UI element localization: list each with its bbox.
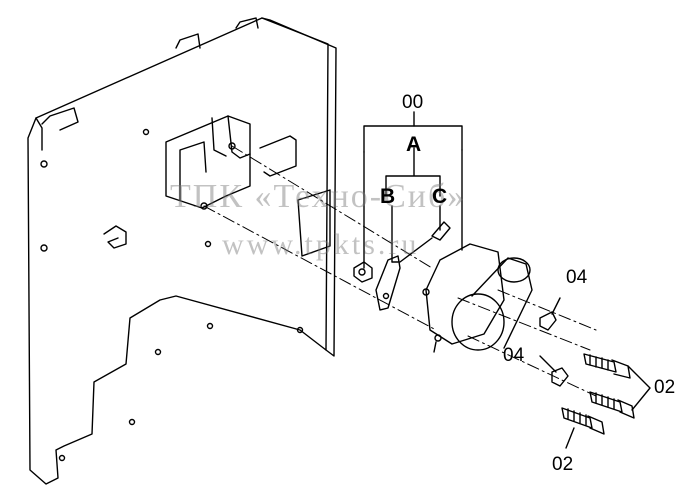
callout-c: C [432, 185, 448, 208]
small-screw [431, 221, 451, 241]
callout-a: A [406, 133, 422, 156]
motor-body [471, 257, 533, 349]
leader-02-right [627, 365, 651, 411]
leader-line-bolt-b [467, 335, 597, 397]
callout-a-bracket [385, 147, 441, 197]
motor-flange [425, 243, 505, 345]
nut [353, 261, 373, 283]
callout-02-right: 02 [654, 377, 676, 398]
side-bracket [259, 135, 297, 177]
callout-b: B [380, 185, 396, 208]
inner-bracket [165, 115, 251, 209]
leader-line-bolt-a [457, 297, 591, 351]
clip-upper [539, 311, 557, 331]
callout-00-bracket [363, 125, 463, 153]
callout-04-lower: 04 [503, 345, 525, 366]
mount-plate [375, 255, 401, 311]
watermark-line1: ТПК «Техно-Сиб» [170, 178, 467, 215]
top-tab-right [235, 17, 259, 29]
watermark-line2: www.tpkts.ru [222, 228, 420, 261]
leader-04-upper [551, 297, 561, 315]
panel-top-edge [261, 17, 337, 357]
bolt-lower [561, 407, 605, 435]
motor-face [451, 293, 505, 351]
bolt-middle [589, 391, 635, 419]
leader-02-lower [565, 427, 575, 449]
bolt-upper [583, 353, 631, 379]
top-tab-mid [175, 33, 201, 49]
callout-02-lower: 02 [552, 454, 574, 475]
clip-lower [551, 367, 569, 387]
leader-line-lower [203, 205, 437, 331]
leader-04-lower [539, 355, 557, 373]
mounting-panel [27, 17, 329, 485]
leader-line-upper [231, 145, 433, 269]
panel-clip [103, 225, 127, 249]
callout-00: 00 [402, 92, 424, 113]
top-tab-left [41, 107, 79, 131]
callout-04-upper: 04 [566, 267, 588, 288]
